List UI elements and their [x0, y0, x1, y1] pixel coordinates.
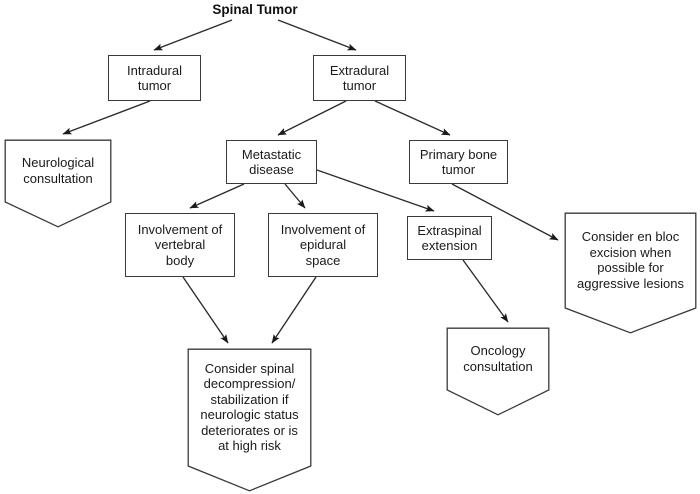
node-epidural[interactable]: Involvement of epidural space: [268, 213, 378, 277]
node-label: Neurological consultation: [21, 155, 95, 186]
node-label: Oncology consultation: [463, 343, 533, 374]
node-decompression[interactable]: Consider spinal decompression/ stabiliza…: [187, 348, 312, 492]
node-label: Consider en bloc excision when possible …: [577, 229, 684, 291]
edge-arrow: [153, 19, 233, 51]
edge-arrow: [189, 183, 245, 209]
node-vertebral[interactable]: Involvement of vertebral body: [125, 213, 235, 277]
edge-arrow: [62, 100, 151, 135]
node-label: Primary bone tumor: [419, 146, 498, 178]
node-label: Metastatic disease: [241, 146, 302, 178]
diagram-title: Spinal Tumor: [212, 2, 298, 17]
node-label: Consider spinal decompression/ stabiliza…: [200, 360, 299, 454]
node-primarybone[interactable]: Primary bone tumor: [409, 140, 508, 184]
edge-arrow: [374, 100, 451, 136]
edge-arrow: [462, 259, 509, 323]
edge-arrow: [182, 276, 229, 344]
node-oncology[interactable]: Oncology consultation: [446, 327, 550, 416]
node-extraspinal[interactable]: Extraspinal extension: [407, 216, 492, 260]
node-label: Extraspinal extension: [417, 222, 482, 254]
node-label: Intradural tumor: [127, 62, 182, 94]
pentagon-outline: [187, 348, 312, 492]
node-label: Extradural tumor: [329, 62, 390, 94]
node-label: Involvement of epidural space: [280, 221, 366, 268]
node-enbloc[interactable]: Consider en bloc excision when possible …: [564, 212, 697, 334]
edge-arrow: [277, 19, 357, 51]
node-metastatic[interactable]: Metastatic disease: [226, 140, 317, 184]
edge-arrow: [277, 100, 347, 136]
edge-arrow: [284, 183, 306, 209]
node-extradural[interactable]: Extradural tumor: [313, 55, 406, 101]
node-intradural[interactable]: Intradural tumor: [108, 55, 201, 101]
node-neurological[interactable]: Neurological consultation: [4, 139, 112, 228]
node-label: Involvement of vertebral body: [137, 221, 223, 268]
pentagon-outline: [4, 139, 112, 228]
pentagon-outline: [564, 212, 697, 334]
edge-arrow: [271, 276, 317, 344]
pentagon-outline: [446, 327, 550, 416]
